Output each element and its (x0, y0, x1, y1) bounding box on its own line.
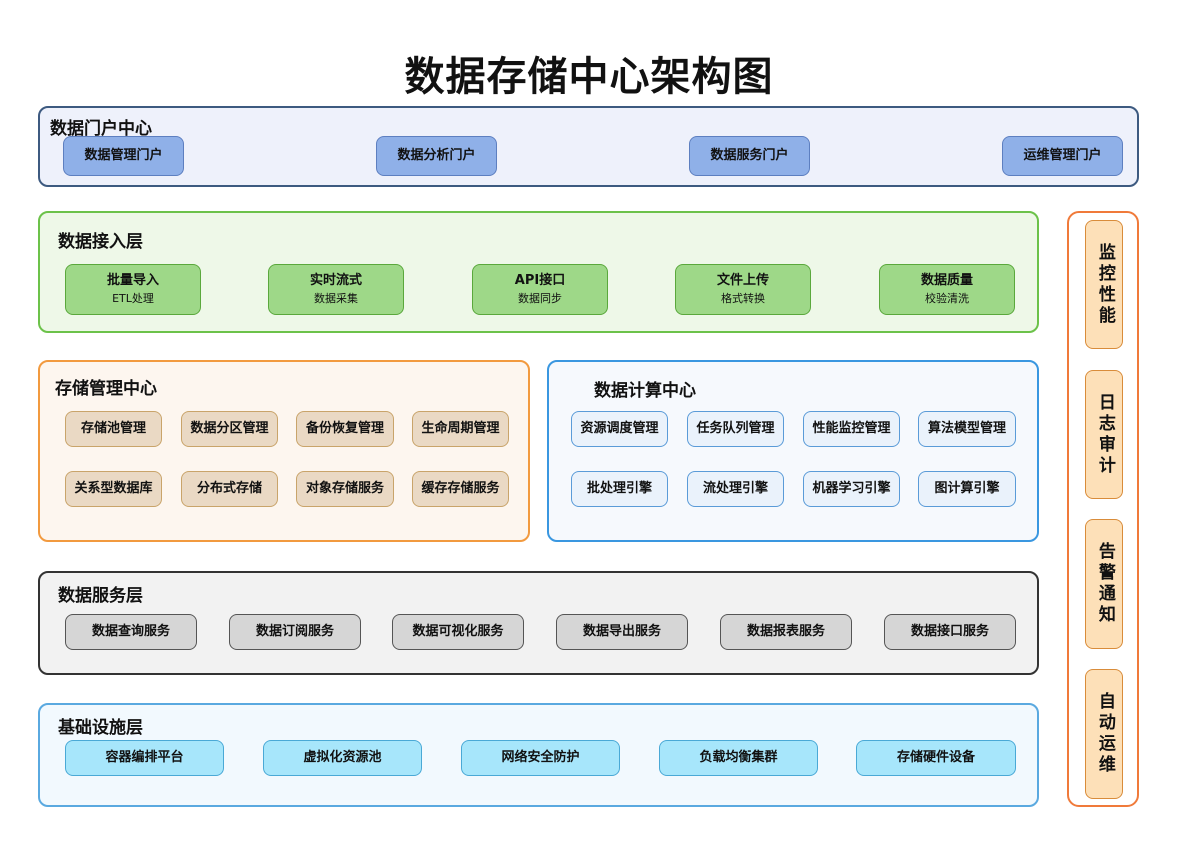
ingest-item-2[interactable]: API接口 数据同步 (472, 264, 608, 315)
compute-panel: 数据计算中心 (547, 360, 1039, 542)
side-item-monitor[interactable]: 监控性能 (1085, 220, 1123, 349)
storage-item-3[interactable]: 生命周期管理 (412, 411, 509, 447)
compute-item-2[interactable]: 性能监控管理 (803, 411, 900, 447)
ingest-item-3[interactable]: 文件上传 格式转换 (675, 264, 811, 315)
storage-item-7[interactable]: 缓存存储服务 (412, 471, 509, 507)
service-panel: 数据服务层 (38, 571, 1039, 675)
ingest-item-0[interactable]: 批量导入 ETL处理 (65, 264, 201, 315)
service-item-4[interactable]: 数据报表服务 (720, 614, 852, 650)
compute-item-3[interactable]: 算法模型管理 (918, 411, 1016, 447)
ingest-item-label: 实时流式 (309, 272, 362, 288)
storage-item-0[interactable]: 存储池管理 (65, 411, 162, 447)
portal-item-2[interactable]: 数据服务门户 (689, 136, 810, 176)
storage-title: 存储管理中心 (55, 379, 157, 399)
ingest-item-1[interactable]: 实时流式 数据采集 (268, 264, 404, 315)
storage-item-6[interactable]: 对象存储服务 (296, 471, 394, 507)
compute-item-5[interactable]: 流处理引擎 (687, 471, 784, 507)
storage-item-2[interactable]: 备份恢复管理 (296, 411, 394, 447)
infra-item-2[interactable]: 网络安全防护 (461, 740, 620, 776)
compute-item-0[interactable]: 资源调度管理 (571, 411, 668, 447)
ingest-item-label: 批量导入 (106, 272, 159, 288)
infra-item-4[interactable]: 存储硬件设备 (856, 740, 1016, 776)
storage-item-1[interactable]: 数据分区管理 (181, 411, 278, 447)
side-item-ops[interactable]: 自动运维 (1085, 669, 1123, 799)
compute-item-6[interactable]: 机器学习引擎 (803, 471, 900, 507)
ingest-item-label: 数据质量 (920, 272, 973, 288)
service-item-2[interactable]: 数据可视化服务 (392, 614, 524, 650)
compute-item-1[interactable]: 任务队列管理 (687, 411, 784, 447)
infra-item-0[interactable]: 容器编排平台 (65, 740, 224, 776)
portal-item-3[interactable]: 运维管理门户 (1002, 136, 1123, 176)
storage-item-5[interactable]: 分布式存储 (181, 471, 278, 507)
ingest-item-sub: 数据同步 (518, 291, 562, 305)
portal-title: 数据门户中心 (50, 119, 152, 139)
side-item-audit[interactable]: 日志审计 (1085, 370, 1123, 499)
infra-item-3[interactable]: 负载均衡集群 (659, 740, 818, 776)
service-item-1[interactable]: 数据订阅服务 (229, 614, 361, 650)
service-item-3[interactable]: 数据导出服务 (556, 614, 688, 650)
ingest-item-sub: 格式转换 (721, 291, 765, 305)
infra-title: 基础设施层 (58, 718, 143, 738)
portal-panel: 数据门户中心 (38, 106, 1139, 187)
compute-item-7[interactable]: 图计算引擎 (918, 471, 1016, 507)
service-item-5[interactable]: 数据接口服务 (884, 614, 1016, 650)
ingest-item-sub: ETL处理 (112, 291, 154, 305)
ingest-item-label: API接口 (514, 272, 566, 288)
ingest-item-sub: 校验清洗 (925, 291, 969, 305)
side-item-alert[interactable]: 告警通知 (1085, 519, 1123, 649)
ingest-title: 数据接入层 (58, 232, 143, 252)
service-item-0[interactable]: 数据查询服务 (65, 614, 197, 650)
portal-item-1[interactable]: 数据分析门户 (376, 136, 497, 176)
diagram-title: 数据存储中心架构图 (404, 54, 774, 100)
infra-item-1[interactable]: 虚拟化资源池 (263, 740, 422, 776)
ingest-item-4[interactable]: 数据质量 校验清洗 (879, 264, 1015, 315)
ingest-item-label: 文件上传 (716, 272, 769, 288)
compute-title: 数据计算中心 (594, 381, 696, 401)
service-title: 数据服务层 (58, 586, 143, 606)
portal-item-0[interactable]: 数据管理门户 (63, 136, 184, 176)
storage-panel: 存储管理中心 (38, 360, 530, 542)
compute-item-4[interactable]: 批处理引擎 (571, 471, 668, 507)
storage-item-4[interactable]: 关系型数据库 (65, 471, 162, 507)
ingest-item-sub: 数据采集 (314, 291, 358, 305)
